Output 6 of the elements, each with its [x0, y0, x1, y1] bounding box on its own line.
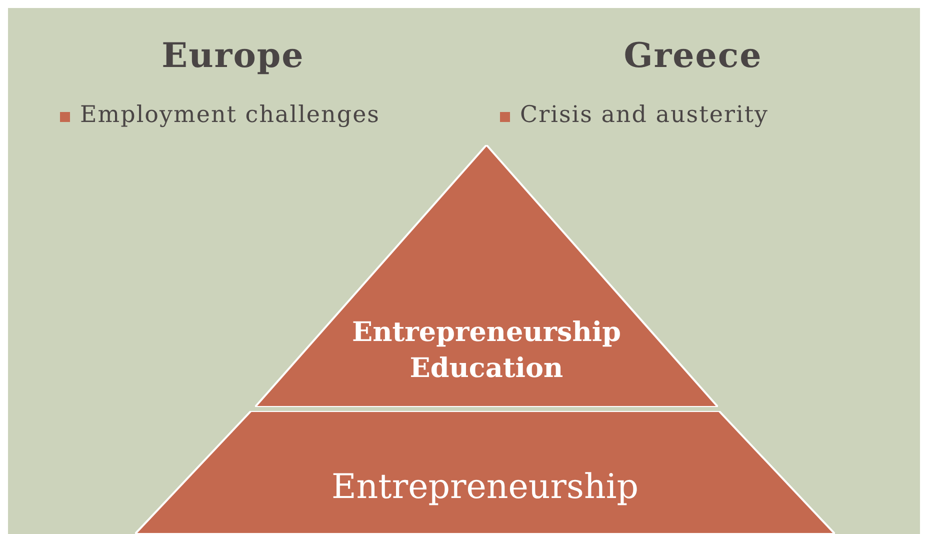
bullet-text: Crisis and austerity [520, 102, 769, 128]
pyramid-label: Entrepreneurship Education [352, 317, 621, 384]
bullet-text: Employment challenges [80, 102, 380, 128]
pyramid-label: Entrepreneurship [331, 467, 639, 507]
column-heading: Europe [162, 36, 304, 76]
column-heading: Greece [624, 36, 762, 76]
